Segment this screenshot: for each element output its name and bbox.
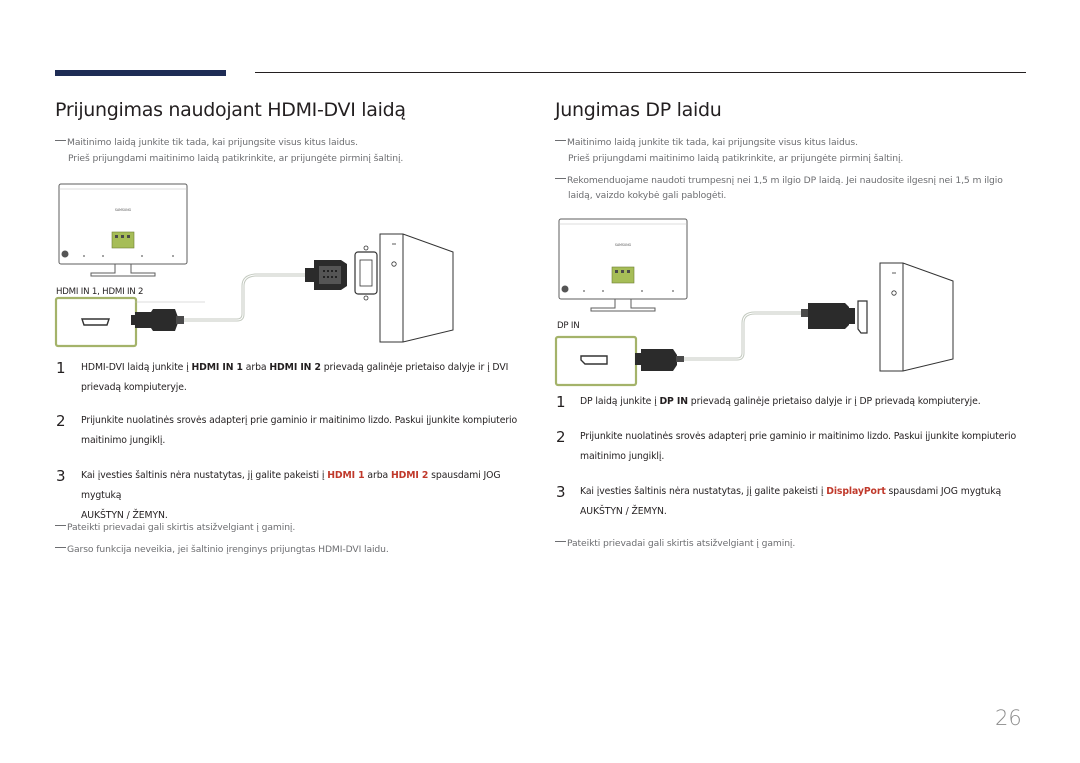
right-section-title: Jungimas DP laidu xyxy=(555,99,722,121)
header-accent-bar xyxy=(55,70,226,76)
left-step-1-number: 1 xyxy=(56,359,66,377)
right-step-2-text: Prijunkite nuolatinės srovės adapterį pr… xyxy=(580,431,1017,462)
dp-connection-illustration: SAMSUNG xyxy=(554,218,954,387)
dp-port-zoom xyxy=(554,335,638,387)
left-note-bottom-2: Garso funkcija neveikia, jei šaltinio įr… xyxy=(55,542,389,557)
dp-port-icon xyxy=(857,300,868,334)
left-step-3-text: Kai įvesties šaltinis nėra nustatytas, j… xyxy=(81,470,501,521)
header-rule xyxy=(255,72,1026,73)
dvi-plug-icon xyxy=(305,260,347,290)
right-step-2-number: 2 xyxy=(556,428,566,446)
computer-tower-icon xyxy=(879,262,954,372)
monitor-brand-text: SAMSUNG xyxy=(615,243,632,247)
right-note-top-2: Prieš prijungdami maitinimo laidą patikr… xyxy=(568,153,904,164)
note-dash xyxy=(55,525,66,526)
left-note-top-2: Prieš prijungdami maitinimo laidą patikr… xyxy=(68,153,404,164)
computer-tower-icon xyxy=(379,233,454,343)
monitor-back-icon: SAMSUNG xyxy=(558,218,688,312)
right-step-3-text: Kai įvesties šaltinis nėra nustatytas, j… xyxy=(580,486,1002,517)
hdmi-port-label: HDMI IN 1, HDMI IN 2 xyxy=(56,287,144,297)
left-section-title: Prijungimas naudojant HDMI-DVI laidą xyxy=(55,99,406,121)
note-dash xyxy=(55,140,66,141)
right-step-3-number: 3 xyxy=(556,483,566,501)
monitor-brand-text: SAMSUNG xyxy=(115,208,132,212)
left-step-2-number: 2 xyxy=(56,412,66,430)
note-dash xyxy=(55,547,66,548)
dp-plug-icon xyxy=(635,349,684,371)
note-dash xyxy=(555,140,566,141)
right-note-bottom-1: Pateikti prievadai gali skirtis atsižvel… xyxy=(555,536,795,551)
left-step-2-text: Prijunkite nuolatinės srovės adapterį pr… xyxy=(81,415,518,446)
left-note-top-1: Maitinimo laidą junkite tik tada, kai pr… xyxy=(55,135,358,150)
dp-port-label: DP IN xyxy=(557,321,580,331)
right-step-1-text: DP laidą junkite į DP IN prievadą galinė… xyxy=(580,396,981,407)
page-number: 26 xyxy=(995,706,1022,730)
right-note-top-3: Rekomenduojame naudoti trumpesnį nei 1,5… xyxy=(555,173,1003,188)
right-note-top-4: laidą, vaizdo kokybė gali pablogėti. xyxy=(568,190,727,201)
hdmi-dvi-connection-illustration: SAMSUNG xyxy=(54,183,454,348)
hdmi-plug-icon xyxy=(131,309,184,331)
left-step-1-text: HDMI-DVI laidą junkite į HDMI IN 1 arba … xyxy=(81,362,509,393)
left-step-3-number: 3 xyxy=(56,467,66,485)
left-note-bottom-1: Pateikti prievadai gali skirtis atsižvel… xyxy=(55,520,295,535)
dp-plug-icon xyxy=(801,303,855,329)
note-dash xyxy=(555,178,566,179)
dvi-port-icon xyxy=(354,245,378,301)
right-note-top-1: Maitinimo laidą junkite tik tada, kai pr… xyxy=(555,135,858,150)
right-step-1-number: 1 xyxy=(556,393,566,411)
cable-line xyxy=(184,273,305,322)
monitor-back-icon: SAMSUNG xyxy=(58,183,188,277)
cable-line xyxy=(684,311,805,361)
note-dash xyxy=(555,541,566,542)
